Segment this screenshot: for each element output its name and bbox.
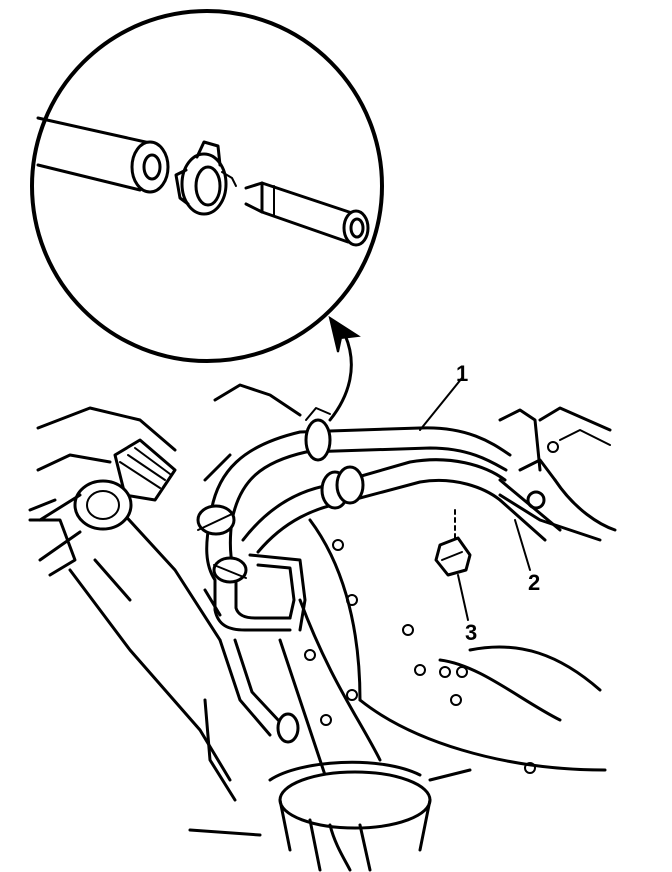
leader-lines	[419, 377, 531, 621]
detail-view	[30, 9, 384, 363]
hose-1	[208, 426, 512, 522]
lower-housing	[188, 760, 472, 872]
callout-1: 1	[456, 361, 468, 386]
callout-2: 2	[528, 570, 540, 595]
vehicle-underbody	[28, 383, 617, 872]
detail-pipe	[244, 181, 370, 247]
detail-clamp	[174, 140, 237, 216]
hose-2	[241, 458, 507, 542]
hose-2-fitting	[320, 465, 365, 510]
hanger-bracket	[218, 638, 300, 744]
hose-assembly	[196, 407, 562, 632]
hose-1-clamp	[304, 407, 332, 462]
callout-3: 3	[465, 620, 477, 645]
floor-panel	[298, 518, 607, 774]
detail-hose	[36, 116, 170, 194]
right-structure	[498, 406, 617, 542]
detail-arrow	[328, 315, 361, 422]
clip-3	[434, 509, 472, 577]
left-fitting	[38, 438, 177, 562]
lower-clamp	[212, 556, 248, 584]
